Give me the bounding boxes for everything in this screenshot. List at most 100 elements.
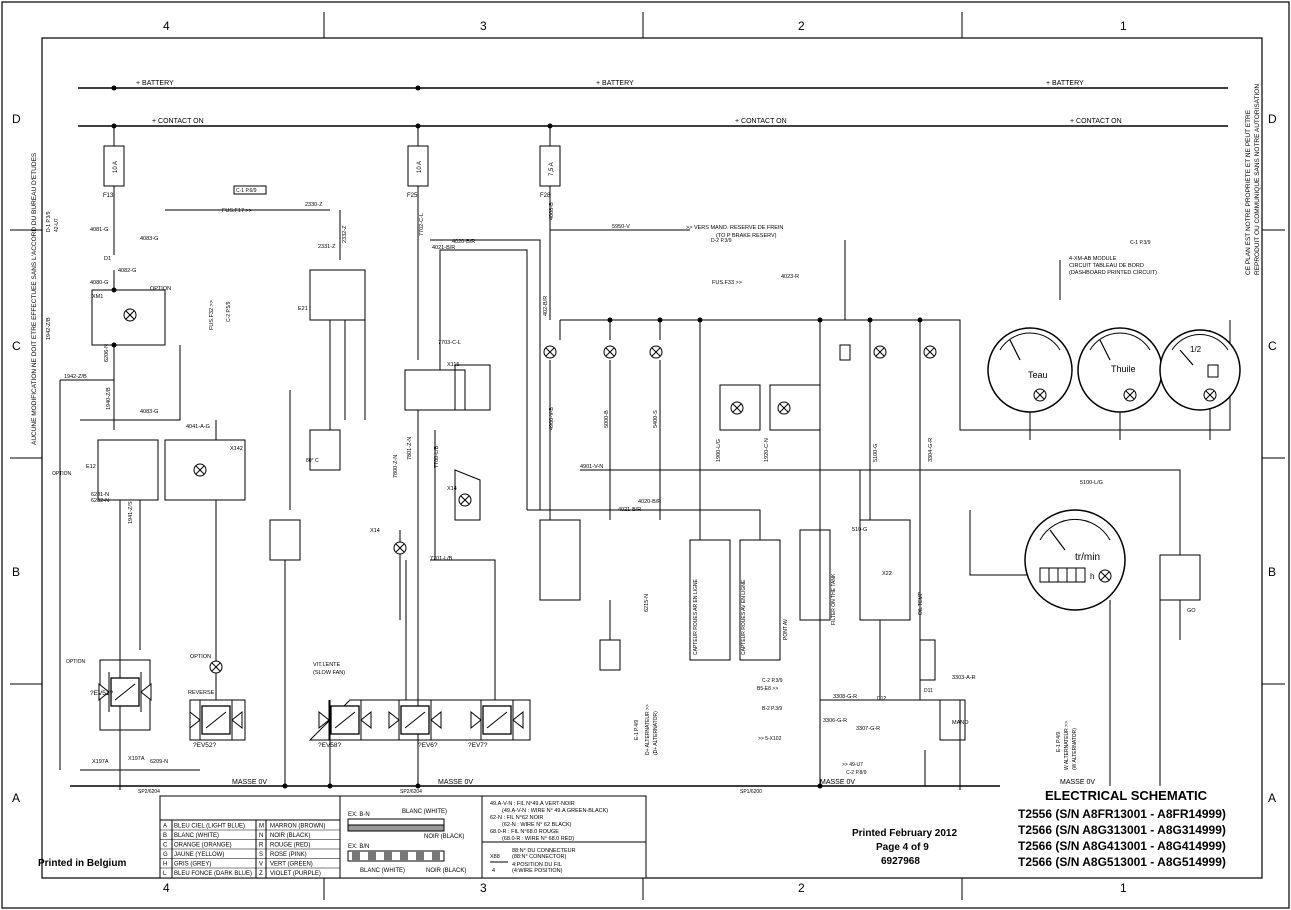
svg-text:4083-G: 4083-G (140, 236, 158, 242)
svg-text:5100-G: 5100-G (873, 444, 879, 462)
ground-label-4: MASSE 0V (1060, 779, 1095, 786)
gauge-teau-label: Teau (1028, 370, 1048, 380)
svg-text:CAPTEUR ROUES AV EN LIGNE: CAPTEUR ROUES AV EN LIGNE (741, 579, 747, 655)
model-1: T2556 (S/N A8FR13001 - A8FR14999) (1018, 807, 1226, 821)
svg-text:E21: E21 (298, 306, 308, 312)
row-label-right-b: B (1268, 565, 1276, 579)
gauge-tachometer-label: tr/min (1075, 552, 1100, 563)
legend-color-name: VIOLET (PURPLE) (270, 871, 321, 877)
svg-text:W ALTERNATEUR >>: W ALTERNATEUR >> (1064, 721, 1070, 770)
svg-text:5400-S: 5400-S (653, 410, 659, 428)
ground-label-2: MASSE 0V (438, 779, 473, 786)
svg-text:D11: D11 (924, 688, 933, 694)
svg-text:(49.A-V-N : WIRE N° 49.A GREEN: (49.A-V-N : WIRE N° 49.A GREEN-BLACK) (502, 808, 608, 814)
indicator-lamps (123, 308, 937, 674)
svg-text:SP2/6204: SP2/6204 (138, 789, 160, 795)
svg-text:C-1 P.3/9: C-1 P.3/9 (1130, 240, 1151, 246)
svg-text:5000-B: 5000-B (604, 410, 610, 428)
svg-text:SP1/6200: SP1/6200 (740, 789, 762, 795)
svg-text:?EV52?: ?EV52? (193, 742, 217, 749)
svg-text:VIT.LENTE: VIT.LENTE (313, 662, 341, 668)
valve-ev6 (388, 699, 442, 741)
svg-text:1942-Z/B: 1942-Z/B (46, 317, 52, 340)
col-label-top-1: 1 (1120, 19, 1127, 33)
printed-in: Printed in Belgium (38, 858, 126, 869)
doc-number: 6927968 (881, 856, 920, 867)
svg-text:1942-Z/B: 1942-Z/B (64, 374, 87, 380)
row-label-left-a: A (12, 791, 20, 805)
left-margin-note: AUCUNE MODIFICATION NE DOIT ETRE EFFECTU… (31, 152, 38, 445)
svg-text:7701-L/B: 7701-L/B (430, 556, 453, 562)
reference-labels: C-1 P.6/9 FUS.F17 >> 2330-Z 2331-Z 2332-… (46, 185, 1157, 330)
junction-dots (111, 85, 923, 789)
svg-text:X142: X142 (230, 446, 243, 452)
svg-text:4021-B/R: 4021-B/R (618, 507, 641, 513)
svg-text:FUS.F17 >>: FUS.F17 >> (222, 208, 252, 214)
svg-text:49.A-V-N : FIL N°49.A VERT-NOI: 49.A-V-N : FIL N°49.A VERT-NOIR (490, 801, 575, 807)
svg-text:X115: X115 (447, 362, 459, 368)
gauge-tachometer-unit: h (1090, 572, 1094, 581)
row-label-right-c: C (1268, 339, 1277, 353)
svg-text:OPTION: OPTION (52, 471, 72, 477)
model-2: T2566 (S/N A8G313001 - A8G314999) (1018, 823, 1226, 837)
svg-text:4020-B/R: 4020-B/R (638, 499, 661, 505)
legend-color-code: A (163, 824, 167, 830)
svg-text:CIRCUIT TABLEAU DE BORD: CIRCUIT TABLEAU DE BORD (1069, 263, 1144, 269)
svg-text:(TO P BRAKE RESERV): (TO P BRAKE RESERV) (716, 233, 777, 239)
svg-text:X14: X14 (447, 486, 457, 492)
svg-text:B-2 P.3/9: B-2 P.3/9 (762, 706, 782, 712)
svg-text:E-1 P.4/9: E-1 P.4/9 (1056, 732, 1062, 752)
legend-color-code: B (163, 833, 167, 839)
svg-text:10 A: 10 A (417, 161, 423, 173)
row-label-left-c: C (12, 339, 21, 353)
gauge-tachometer: tr/min h (1024, 509, 1126, 611)
svg-text:7700-L/B: 7700-L/B (434, 445, 440, 468)
svg-text:(D+ ALTERNATOR): (D+ ALTERNATOR) (653, 711, 659, 755)
svg-text:NOIR (BLACK): NOIR (BLACK) (424, 834, 464, 840)
page-number: Page 4 of 9 (876, 842, 929, 853)
svg-text:4021-B/R: 4021-B/R (432, 245, 455, 251)
svg-text:MANO: MANO (952, 720, 969, 726)
svg-text:D+ ALTERNATEUR >>: D+ ALTERNATEUR >> (645, 704, 651, 755)
svg-text:CAPTEUR ROUES AR EN LIGNE: CAPTEUR ROUES AR EN LIGNE (693, 578, 699, 655)
legend-color-code: G (163, 852, 168, 858)
svg-text:FUS.F32 >>: FUS.F32 >> (209, 300, 215, 330)
svg-text:42-U7: 42-U7 (54, 218, 60, 232)
battery-label-1: + BATTERY (136, 80, 174, 87)
svg-text:3303-A-R: 3303-A-R (952, 675, 976, 681)
svg-text:1900-L/G: 1900-L/G (716, 439, 722, 462)
svg-text:REVERSE: REVERSE (188, 690, 215, 696)
svg-text:1920-C-N: 1920-C-N (764, 438, 770, 462)
svg-text:4008-B: 4008-B (549, 202, 555, 220)
svg-text:4041-A-G: 4041-A-G (186, 424, 210, 430)
svg-text:4083-G: 4083-G (140, 409, 158, 415)
svg-text:(62-N : WIRE N° 62 BLACK): (62-N : WIRE N° 62 BLACK) (502, 822, 572, 828)
svg-text:(68.0-R : WIRE N° 68.0 RED): (68.0-R : WIRE N° 68.0 RED) (502, 836, 574, 842)
svg-text:E12: E12 (86, 464, 96, 470)
valve-ev58 (318, 699, 372, 741)
printed-date: Printed February 2012 (852, 828, 957, 839)
legend-color-name: BLEU CIEL (LIGHT BLUE) (174, 824, 245, 830)
svg-text:80° C: 80° C (306, 458, 319, 464)
legend-color-code: S (259, 852, 263, 858)
svg-text:EX: B/N: EX: B/N (348, 844, 369, 850)
svg-text:?EV7?: ?EV7? (468, 742, 488, 749)
svg-text:4082-G: 4082-G (118, 268, 136, 274)
col-label-bottom-4: 4 (163, 881, 170, 895)
col-label-top-4: 4 (163, 19, 170, 33)
svg-text:7,5 A: 7,5 A (549, 162, 555, 176)
contact-label-2: + CONTACT ON (735, 118, 787, 125)
svg-text:6282-N: 6282-N (91, 498, 109, 504)
svg-text:(4:WIRE POSITION): (4:WIRE POSITION) (512, 868, 563, 874)
gauge-teau: Teau (987, 327, 1073, 413)
svg-text:?EV58?: ?EV58? (318, 742, 342, 749)
svg-text:>> VERS MANO. RESERVE DE FREIN: >> VERS MANO. RESERVE DE FREIN (686, 225, 783, 231)
svg-text:FUS.F33 >>: FUS.F33 >> (712, 280, 742, 286)
svg-text:F13: F13 (103, 193, 114, 199)
ground-label-1: MASSE 0V (232, 779, 267, 786)
contact-label-3: + CONTACT ON (1070, 118, 1122, 125)
svg-text:X14: X14 (370, 528, 380, 534)
